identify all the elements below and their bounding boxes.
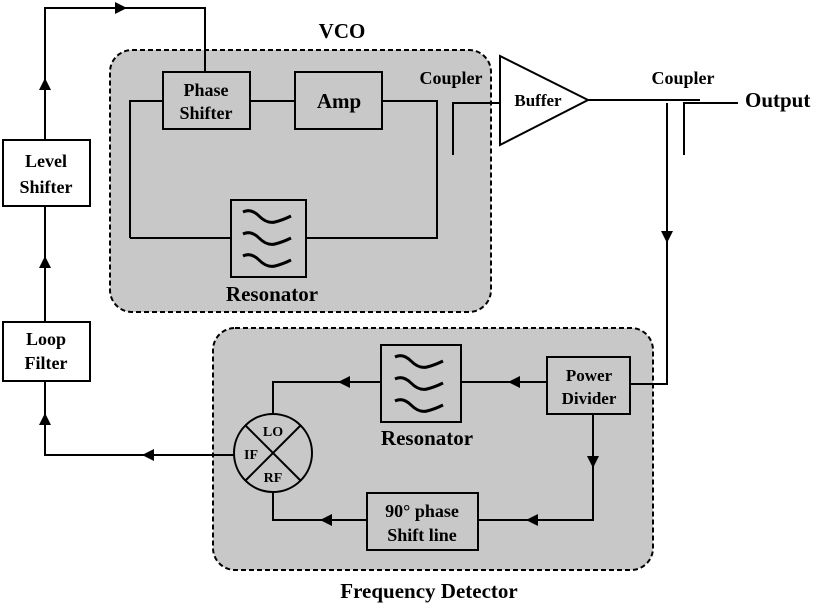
phase-shifter-label-line1: Phase (184, 80, 229, 100)
vco-resonator-block: Resonator (226, 199, 318, 306)
output-label: Output (745, 88, 810, 112)
level-shifter-label-line1: Level (25, 151, 67, 171)
amp-label: Amp (317, 89, 361, 113)
loop-filter-block: Loop Filter (2, 321, 91, 382)
arrow-up (39, 413, 51, 425)
arrow-left (320, 514, 332, 526)
vco-title: VCO (319, 19, 366, 43)
buffer-label: Buffer (514, 91, 562, 110)
mixer-rf-label: RF (264, 471, 283, 486)
level-shifter-label-line2: Shifter (20, 177, 73, 197)
mixer-lo-label: LO (263, 425, 283, 440)
arrow-down (587, 456, 599, 468)
fd-resonator-block: Resonator (380, 344, 473, 450)
arrowheads (39, 2, 673, 526)
power-divider-label-line1: Power (566, 366, 613, 385)
arrow-up (39, 256, 51, 268)
frequency-detector-region (212, 327, 654, 571)
arrow-up (39, 78, 51, 90)
phase-shift-line-label-line1: 90° phase (385, 501, 459, 521)
phase-shifter-label-line2: Shifter (180, 103, 233, 123)
level-shifter-block: Level Shifter (2, 139, 91, 207)
arrow-left (142, 449, 154, 461)
vco-resonator-label: Resonator (226, 282, 318, 306)
power-divider-label-line2: Divider (562, 389, 617, 408)
mixer-icon: LO IF RF (233, 413, 313, 493)
arrow-left (526, 514, 538, 526)
fd-resonator-label: Resonator (381, 426, 473, 450)
arrow-right (115, 2, 127, 14)
arrow-down (661, 231, 673, 243)
coupler-label-1: Coupler (420, 68, 483, 88)
arrow-left (338, 376, 350, 388)
loop-filter-label-line2: Filter (25, 353, 68, 373)
phase-shift-line-label-line2: Shift line (387, 525, 457, 545)
buffer-block: Buffer (499, 54, 591, 147)
mixer-if-label: IF (244, 448, 258, 463)
arrow-left (508, 376, 520, 388)
loop-filter-label-line1: Loop (26, 329, 66, 349)
amp-block: Amp (294, 71, 383, 130)
phase-shift-line-block: 90° phase Shift line (366, 492, 479, 551)
phase-shifter-block: Phase Shifter (162, 71, 251, 130)
frequency-detector-title: Frequency Detector (340, 579, 517, 603)
power-divider-block: Power Divider (546, 356, 631, 415)
coupler-label-2: Coupler (652, 68, 715, 88)
